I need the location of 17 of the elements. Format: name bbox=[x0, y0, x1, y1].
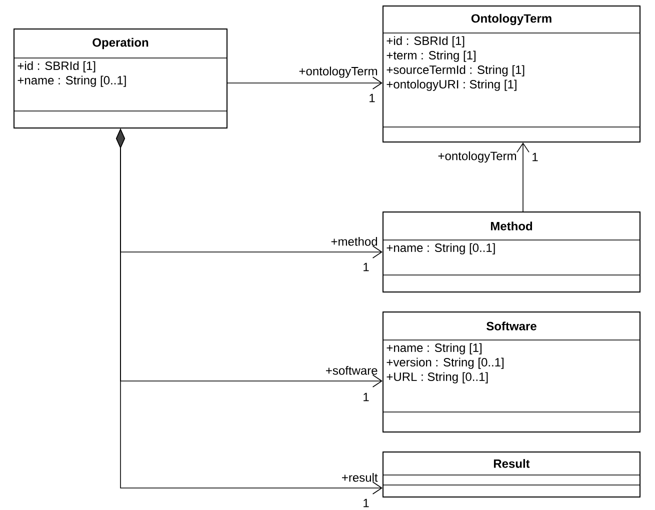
class-box: Software +name : String [1] +version : String [0..1] +URL : String [0..1] bbox=[382, 312, 640, 432]
role-label: +result bbox=[342, 472, 378, 482]
class-box: Method +name : String [0..1] bbox=[382, 212, 640, 292]
role-label: +ontologyTerm bbox=[299, 66, 378, 78]
multiplicity-label: 1 bbox=[364, 392, 369, 402]
association-arrow bbox=[516, 142, 530, 212]
multiplicity-label: 1 bbox=[532, 152, 538, 162]
association-arrow bbox=[227, 76, 382, 90]
role-label: +method bbox=[331, 236, 378, 246]
multiplicity-label: 1 bbox=[364, 262, 369, 272]
class-box: OntologyTerm +id : SBRId [1] +term : String [1] +sourceTermId : String [1] +ontologyURI : String [1] bbox=[382, 6, 640, 142]
class-box: Result bbox=[382, 452, 640, 498]
role-label: +ontologyTerm bbox=[438, 151, 516, 163]
multiplicity-label: 1 bbox=[364, 498, 369, 508]
multiplicity-label: 1 bbox=[370, 94, 375, 102]
class-box: Operation +id : SBRId [1] +name : String [0..1] bbox=[14, 28, 228, 128]
role-label: +software bbox=[326, 366, 378, 375]
